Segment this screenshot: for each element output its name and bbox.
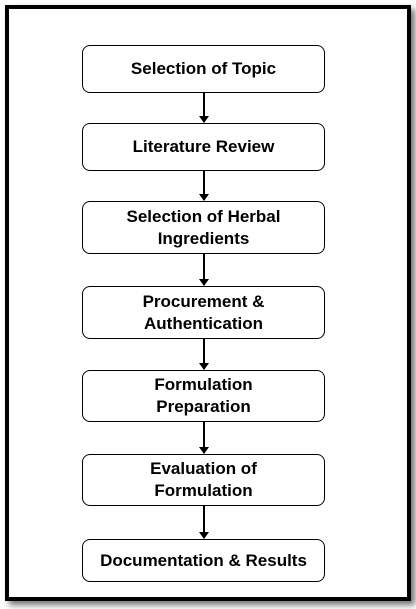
step-label: Literature Review <box>132 137 275 156</box>
step-documentation-results: Documentation & Results <box>82 539 325 582</box>
step-label: Formulation Preparation <box>154 375 253 416</box>
step-selection-of-topic: Selection of Topic <box>82 45 325 93</box>
step-label: Procurement & Authentication <box>142 291 265 333</box>
step-formulation-preparation: Formulation Preparation <box>82 370 325 422</box>
arrow-connector <box>199 506 209 539</box>
step-selection-of-herbal-ingredients: Selection of Herbal Ingredients <box>82 201 325 254</box>
arrow-connector <box>199 171 209 201</box>
arrow-connector <box>199 254 209 286</box>
step-label: Selection of Herbal Ingredients <box>126 206 281 248</box>
step-label: Evaluation of Formulation <box>150 459 257 500</box>
arrow-connector <box>199 93 209 123</box>
step-label: Selection of Topic <box>130 59 277 78</box>
arrow-connector <box>199 339 209 370</box>
step-literature-review: Literature Review <box>82 123 325 171</box>
arrow-connector <box>199 422 209 454</box>
step-label: Documentation & Results <box>100 550 307 570</box>
step-evaluation-of-formulation: Evaluation of Formulation <box>82 454 325 506</box>
step-procurement-authentication: Procurement & Authentication <box>82 286 325 339</box>
